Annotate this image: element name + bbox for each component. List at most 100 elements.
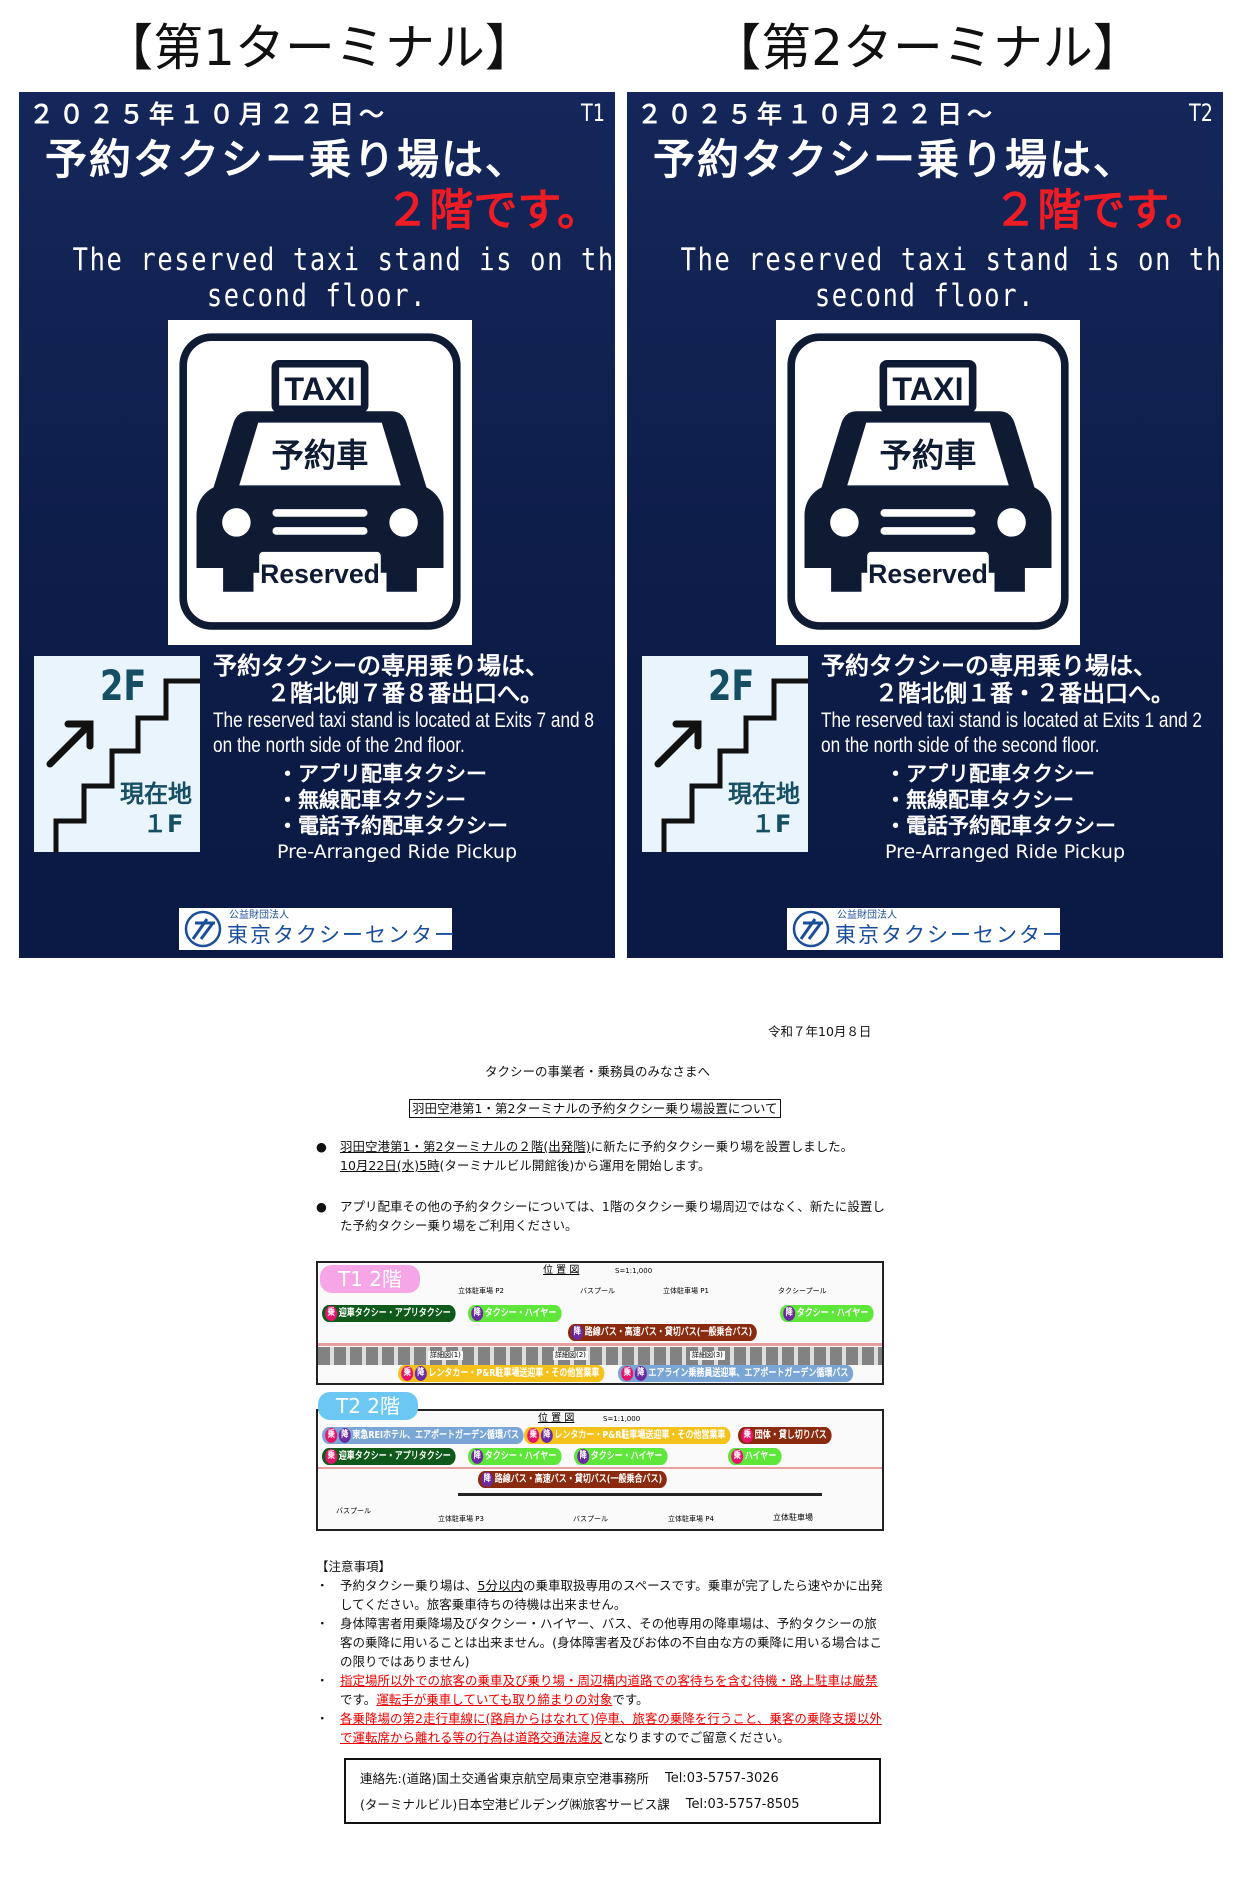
- contact-box: 連絡先:(道路)国土交通省東京航空局東京空港事務所 Tel:03-5757-302…: [344, 1758, 881, 1824]
- notice-title: 羽田空港第1・第2ターミナルの予約タクシー乗り場設置について: [409, 1099, 781, 1118]
- t1-location-map: T1 2階 位 置 図 S=1:1,000 立体駐車場 P2 バスプール 立体駐…: [316, 1261, 884, 1385]
- map-bus-pool: バスプール: [573, 1515, 608, 1524]
- detail-jp-2: ２階北側１番・２番出口へ。: [875, 681, 1174, 707]
- svg-text:TAXI: TAXI: [892, 371, 963, 407]
- map-p2: 立体駐車場 P2: [458, 1287, 504, 1296]
- bullet-2: ● アプリ配車その他の予約タクシーについては、1階のタクシー乗り場周辺ではなく、…: [316, 1199, 885, 1233]
- map-p1: 立体駐車場 P1: [663, 1287, 709, 1296]
- logo-emblem-icon: [792, 910, 830, 948]
- contact-1: 連絡先:(道路)国土交通省東京航空局東京空港事務所: [360, 1771, 649, 1786]
- svg-text:予約車: 予約車: [272, 436, 369, 474]
- upstairs-floor: 2F: [708, 661, 755, 710]
- svg-text:Reserved: Reserved: [868, 559, 988, 589]
- detail-jp-1: 予約タクシーの専用乗り場は、: [213, 652, 549, 680]
- notice-date: 令和７年10月８日: [768, 1024, 872, 1039]
- label-pickup-app-taxi: 乗迎車タクシー・アプリタクシー: [322, 1305, 456, 1322]
- detail-en: The reserved taxi stand is located at Ex…: [213, 709, 594, 757]
- stairs-diagram: 2F 現在地 １F: [34, 656, 200, 852]
- map-p3: 立体駐車場 P3: [438, 1515, 484, 1524]
- svg-text:予約車: 予約車: [880, 436, 977, 474]
- service-list: ・アプリ配車タクシー・無線配車タクシー・電話予約配車タクシー: [885, 762, 1116, 838]
- poster-floor: ２階です。: [385, 185, 601, 236]
- pickup-label: Pre-Arranged Ride Pickup: [885, 841, 1126, 863]
- caution-1: ・予約タクシー乗り場は、5分以内の乗車取扱専用のスペースです。乗車が完了したら速…: [316, 1578, 883, 1612]
- label-bus: 降路線バス・高速バス・貸切バス(一般乗合バス): [478, 1471, 667, 1488]
- current-floor: １F: [751, 810, 792, 838]
- map-scale: S=1:1,000: [603, 1415, 641, 1424]
- reserved-taxi-sign: TAXI 予約車 Reserved: [168, 320, 472, 645]
- taxi-icon: TAXI 予約車 Reserved: [787, 333, 1069, 630]
- bullet-1: ● 羽田空港第1・第2ターミナルの２階(出発階)に新たに予約タクシー乗り場を設置…: [316, 1139, 854, 1173]
- pickup-label: Pre-Arranged Ride Pickup: [277, 841, 518, 863]
- t2-floor-tag: T2 2階: [318, 1392, 419, 1420]
- terminal-heading: 【第1ターミナル】: [103, 19, 535, 77]
- tokyo-taxi-center-logo: 公益財団法人 東京タクシーセンター: [787, 908, 1063, 950]
- cautions-title: 【注意事項】: [316, 1559, 392, 1574]
- t1-floor-tag: T1 2階: [320, 1265, 421, 1293]
- map-scale: S=1:1,000: [615, 1267, 653, 1276]
- detail-jp-1: 予約タクシーの専用乗り場は、: [821, 652, 1157, 680]
- upstairs-floor: 2F: [100, 661, 147, 710]
- stairs-diagram: 2F 現在地 １F: [642, 656, 808, 852]
- notice-greeting: タクシーの事業者・乗務員のみなさまへ: [485, 1064, 711, 1079]
- poster-floor: ２階です。: [993, 185, 1209, 236]
- map-bus-pool-2: バスプール: [336, 1507, 371, 1516]
- stand-details: 予約タクシーの専用乗り場は、 ２階北側７番８番出口へ。 The reserved…: [213, 652, 613, 865]
- label-rental: 乗降レンタカー・P&R駐車場送迎車・その他営業車: [524, 1427, 731, 1444]
- label-rental: 乗降レンタカー・P&R駐車場送迎車・その他営業車: [398, 1365, 605, 1382]
- current-location: 現在地: [728, 780, 800, 808]
- logo-emblem-icon: [184, 910, 222, 948]
- svg-text:TAXI: TAXI: [284, 371, 355, 407]
- map-taxi-pool: タクシープール: [778, 1287, 827, 1296]
- svg-text:Reserved: Reserved: [260, 559, 380, 589]
- detail-1: 詳細図(1): [428, 1351, 463, 1360]
- taxi-icon: TAXI 予約車 Reserved: [179, 333, 461, 630]
- terminal-poster: ２０２５年１０月２２日～ T2 予約タクシー乗り場は、 ２階です。 The re…: [627, 92, 1240, 958]
- detail-3: 詳細図(3): [690, 1351, 725, 1360]
- start-date: ２０２５年１０月２２日～: [29, 100, 390, 129]
- map-parking: 立体駐車場: [773, 1513, 813, 1523]
- terminal-poster: ２０２５年１０月２２日～ T1 予約タクシー乗り場は、 ２階です。 The re…: [19, 92, 632, 958]
- reserved-taxi-sign: TAXI 予約車 Reserved: [776, 320, 1080, 645]
- label-hire: 乗ハイヤー: [728, 1448, 782, 1465]
- poster-headline: 予約タクシー乗り場は、: [652, 135, 1137, 184]
- cautions: 【注意事項】 ・予約タクシー乗り場は、5分以内の乗車取扱専用のスペースです。乗車…: [316, 1557, 886, 1747]
- current-location: 現在地: [120, 780, 192, 808]
- detail-2: 詳細図(2): [553, 1351, 588, 1360]
- detail-en: The reserved taxi stand is located at Ex…: [821, 709, 1202, 757]
- map-title: 位 置 図: [538, 1413, 575, 1425]
- caution-3: ・指定場所以外での旅客の乗車及び乗り場・周辺構内道路での客待ちを含む待機・路上駐…: [316, 1673, 878, 1707]
- terminal-code: T2: [1189, 99, 1213, 127]
- contact-2-tel: Tel:03-5757-8505: [685, 1797, 800, 1812]
- label-taxi-hire: 降タクシー・ハイヤー: [468, 1448, 562, 1465]
- label-taxi-hire-2: 降タクシー・ハイヤー: [780, 1305, 874, 1322]
- service-list: ・アプリ配車タクシー・無線配車タクシー・電話予約配車タクシー: [277, 762, 508, 838]
- contact-2: (ターミナルビル)日本空港ビルデング㈱旅客サービス課: [360, 1797, 670, 1812]
- terminal-code: T1: [581, 99, 605, 127]
- contact-1-tel: Tel:03-5757-3026: [664, 1771, 779, 1786]
- detail-jp-2: ２階北側７番８番出口へ。: [267, 681, 543, 707]
- label-charter-bus: 乗団体・貸し切りバス: [738, 1427, 832, 1444]
- caution-2: ・身体障害者用乗降場及びタクシー・ハイヤー、バス、その他専用の降車場は、予約タク…: [316, 1616, 883, 1669]
- map-bus-pool: バスプール: [580, 1287, 615, 1296]
- t2-location-map: 位 置 図 S=1:1,000 乗降東急REIホテル、エアポートガーデン循環バス…: [316, 1409, 884, 1531]
- label-hotel-bus: 乗降東急REIホテル、エアポートガーデン循環バス: [322, 1427, 524, 1444]
- current-floor: １F: [143, 810, 184, 838]
- label-airline: 乗降エアライン乗務員送迎車、エアポートガーデン循環バス: [618, 1365, 854, 1382]
- label-pickup-app-taxi: 乗迎車タクシー・アプリタクシー: [322, 1448, 456, 1465]
- label-taxi-hire: 降タクシー・ハイヤー: [468, 1305, 562, 1322]
- tokyo-taxi-center-logo: 公益財団法人 東京タクシーセンター: [179, 908, 455, 950]
- stand-details: 予約タクシーの専用乗り場は、 ２階北側１番・２番出口へ。 The reserve…: [821, 652, 1221, 865]
- map-p4: 立体駐車場 P4: [668, 1515, 714, 1524]
- caution-4: ・各乗降場の第2走行車線に(路肩からはなれて)停車、旅客の乗降を行うこと、乗客の…: [316, 1711, 882, 1745]
- stairs-icon: [46, 678, 200, 852]
- label-taxi-hire-2: 降タクシー・ハイヤー: [574, 1448, 668, 1465]
- terminal-heading: 【第2ターミナル】: [711, 19, 1143, 77]
- start-date: ２０２５年１０月２２日～: [637, 100, 998, 129]
- label-bus: 降路線バス・高速バス・貸切バス(一般乗合バス): [568, 1324, 757, 1341]
- stairs-icon: [654, 678, 808, 852]
- poster-headline: 予約タクシー乗り場は、: [44, 135, 529, 184]
- map-title: 位 置 図: [543, 1265, 580, 1277]
